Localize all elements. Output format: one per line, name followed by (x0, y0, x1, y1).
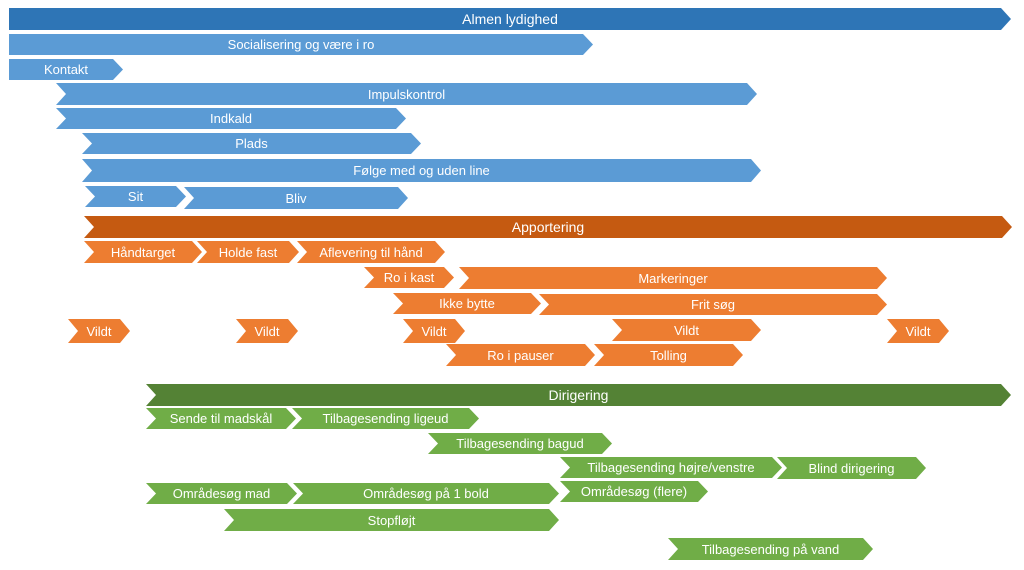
bar-aflevering: Aflevering til hånd (297, 241, 445, 263)
bar-socialisering: Socialisering og være i ro (9, 34, 593, 55)
bar-tilbagesending-bagud: Tilbagesending bagud (428, 433, 612, 454)
bar-frit-soeg: Frit søg (539, 294, 887, 315)
bar-omraadesoeg-flere: Områdesøg (flere) (560, 481, 708, 502)
bar-tilbagesending-paa-vand: Tilbagesending på vand (668, 538, 873, 560)
bar-apportering: Apportering (84, 216, 1012, 238)
bar-almen-lydighed: Almen lydighed (9, 8, 1011, 30)
bar-holde-fast: Holde fast (197, 241, 299, 263)
bar-ikke-bytte: Ikke bytte (393, 293, 541, 314)
bar-tilbagesending-ligeud: Tilbagesending ligeud (292, 408, 479, 429)
bar-sit: Sit (85, 186, 186, 207)
bar-vildt-1: Vildt (68, 319, 130, 343)
bar-kontakt: Kontakt (9, 59, 123, 80)
bar-foelge-med: Følge med og uden line (82, 159, 761, 182)
bar-vildt-4: Vildt (612, 319, 761, 341)
bar-vildt-2: Vildt (236, 319, 298, 343)
bar-sende-til-madskaal: Sende til madskål (146, 408, 296, 429)
bar-blind-dirigering: Blind dirigering (777, 457, 926, 479)
bar-dirigering: Dirigering (146, 384, 1011, 406)
bar-plads: Plads (82, 133, 421, 154)
bar-bliv: Bliv (184, 187, 408, 209)
bar-ro-i-pauser: Ro i pauser (446, 344, 595, 366)
bar-haandtarget: Håndtarget (84, 241, 202, 263)
bar-indkald: Indkald (56, 108, 406, 129)
bar-vildt-5: Vildt (887, 319, 949, 343)
bar-omraadesoeg-1-bold: Områdesøg på 1 bold (293, 483, 559, 504)
bar-stopfloejt: Stopfløjt (224, 509, 559, 531)
bar-tilbagesending-hoejre-venstre: Tilbagesending højre/venstre (560, 457, 782, 478)
bar-impulskontrol: Impulskontrol (56, 83, 757, 105)
bar-omraadesoeg-mad: Områdesøg mad (146, 483, 297, 504)
bar-vildt-3: Vildt (403, 319, 465, 343)
bar-markeringer: Markeringer (459, 267, 887, 289)
bar-tolling: Tolling (594, 344, 743, 366)
bar-ro-i-kast: Ro i kast (364, 267, 454, 288)
